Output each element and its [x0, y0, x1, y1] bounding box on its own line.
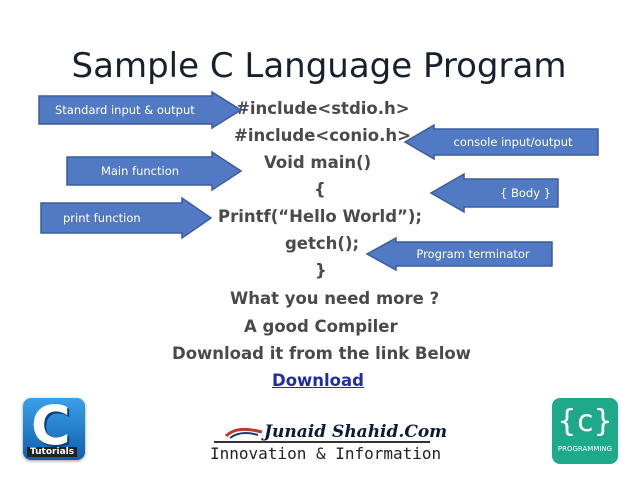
slide-title: Sample C Language Program: [71, 46, 567, 86]
brand-site-name: Junaid Shahid.Com: [264, 422, 448, 442]
brand-divider: [214, 441, 430, 443]
callout-console-io: console input/output: [453, 135, 573, 149]
c-programming-logo: {c} PROGRAMMING: [552, 398, 618, 464]
c-logo-caption: Tutorials: [27, 447, 78, 457]
code-line-include-conio: #include<conio.h>: [234, 126, 411, 145]
code-line-close-brace: }: [315, 261, 327, 280]
callout-print-function: print function: [63, 211, 141, 225]
print-function-arrow: [40, 196, 213, 240]
code-line-open-brace: {: [314, 180, 326, 199]
body-arrow: [429, 172, 559, 214]
note-download-from-link: Download it from the link Below: [172, 344, 471, 363]
brand-swoosh-icon: [224, 427, 263, 439]
note-what-you-need: What you need more ?: [230, 289, 440, 308]
code-line-include-stdio: #include<stdio.h>: [236, 99, 410, 118]
callout-main-function: Main function: [100, 164, 180, 178]
callout-terminator: Program terminator: [416, 247, 530, 261]
note-good-compiler: A good Compiler: [244, 317, 398, 336]
c-logo-letter: C: [31, 394, 71, 457]
code-line-printf: Printf(“Hello World”);: [218, 207, 423, 226]
c-braces-glyph: {c}: [557, 404, 613, 439]
console-io-arrow: [403, 123, 599, 161]
main-function-arrow: [66, 150, 243, 192]
code-line-getch: getch();: [285, 234, 360, 253]
programming-caption: PROGRAMMING: [557, 445, 613, 453]
callout-standard-io: Standard input & output: [55, 103, 195, 117]
standard-io-arrow: [38, 90, 243, 130]
c-tutorials-logo: C Tutorials: [23, 394, 85, 460]
code-line-void-main: Void main(): [264, 153, 372, 172]
callout-body: { Body }: [500, 186, 551, 200]
brand-tagline: Innovation & Information: [210, 444, 442, 463]
terminator-arrow: [365, 236, 553, 272]
download-link[interactable]: Download: [272, 371, 364, 390]
